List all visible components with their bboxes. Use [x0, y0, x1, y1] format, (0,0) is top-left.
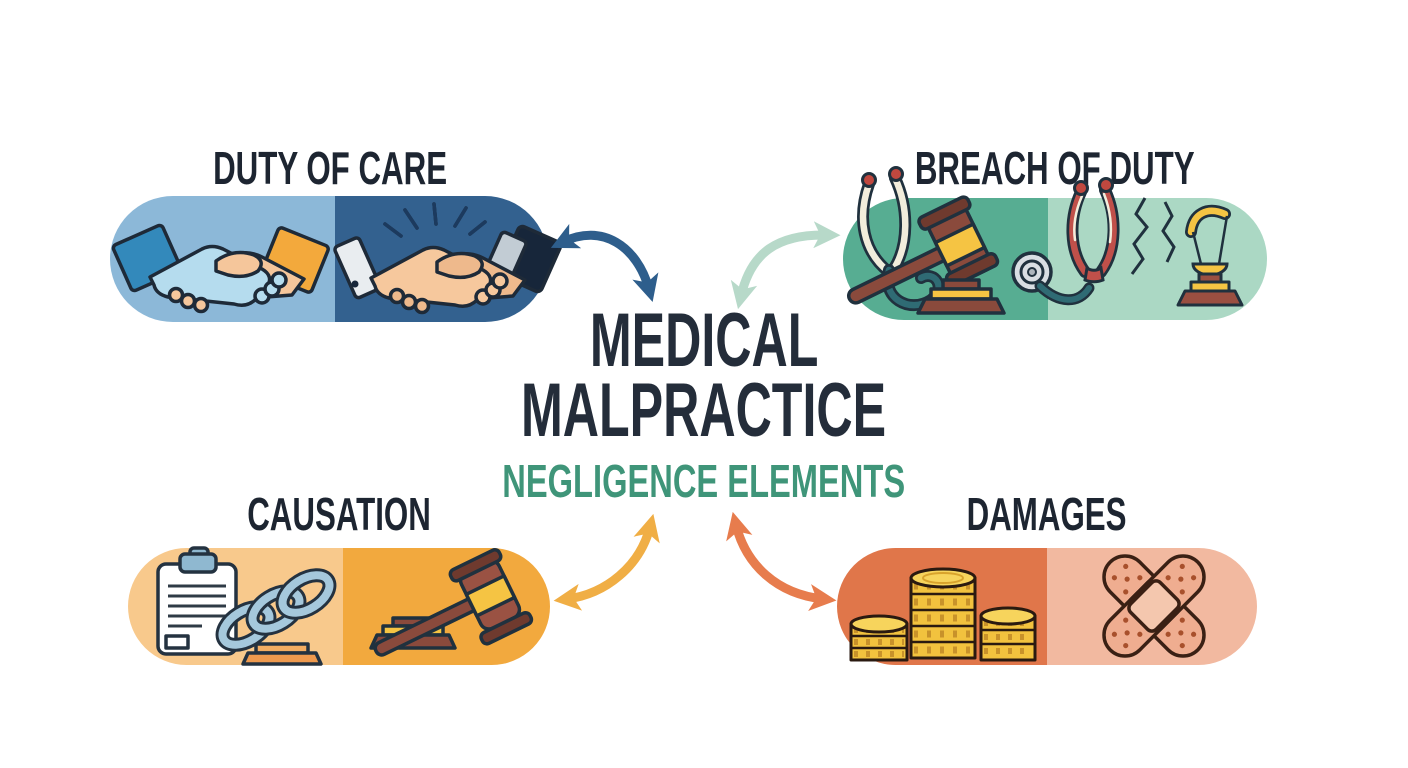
causation-label-text: CAUSATION [247, 488, 431, 540]
title-line-1-text: MEDICAL [589, 298, 819, 383]
causation-pill [128, 546, 550, 666]
gavel-icon [369, 548, 534, 657]
crossed-bandages-icon [1102, 554, 1206, 658]
damages-label-text: DAMAGES [967, 488, 1127, 540]
title-line-2-text: MALPRACTICE [521, 367, 887, 453]
causation-arrow [553, 513, 660, 611]
center-title-block: MEDICAL MALPRACTICE NEGLIGENCE ELEMENTS [354, 298, 1054, 508]
scales-of-justice [1176, 204, 1244, 307]
breach-arrow [730, 221, 841, 310]
handshake-impact-icon [333, 202, 563, 315]
damages-label: DAMAGES [837, 487, 1257, 541]
breach-of-duty-pill [843, 166, 1267, 320]
title-line-2: MALPRACTICE [354, 367, 1054, 453]
breach-icons-layer [846, 166, 1244, 315]
breach-of-duty-label-text: BREACH OF DUTY [915, 142, 1195, 194]
broken-stethoscope-scales-icon [1011, 177, 1244, 307]
duty-arrow [550, 223, 659, 303]
handshake-agreement-icon [111, 223, 330, 314]
stethoscope-gavel-icon [846, 166, 1006, 315]
coin-stacks-icon [849, 567, 1037, 662]
damages-pill [837, 548, 1257, 665]
duty-of-care-label-text: DUTY OF CARE [212, 142, 448, 194]
clipboard-chain-icon [156, 546, 337, 666]
breach-of-duty-label: BREACH OF DUTY [843, 141, 1267, 195]
title-line-1: MEDICAL [354, 298, 1054, 383]
duty-of-care-pill [110, 196, 563, 322]
subtitle: NEGLIGENCE ELEMENTS [354, 454, 1054, 508]
duty-of-care-label: DUTY OF CARE [110, 141, 550, 195]
causation-label: CAUSATION [128, 487, 550, 541]
subtitle-text: NEGLIGENCE ELEMENTS [502, 454, 906, 507]
damages-arrow [726, 511, 837, 611]
